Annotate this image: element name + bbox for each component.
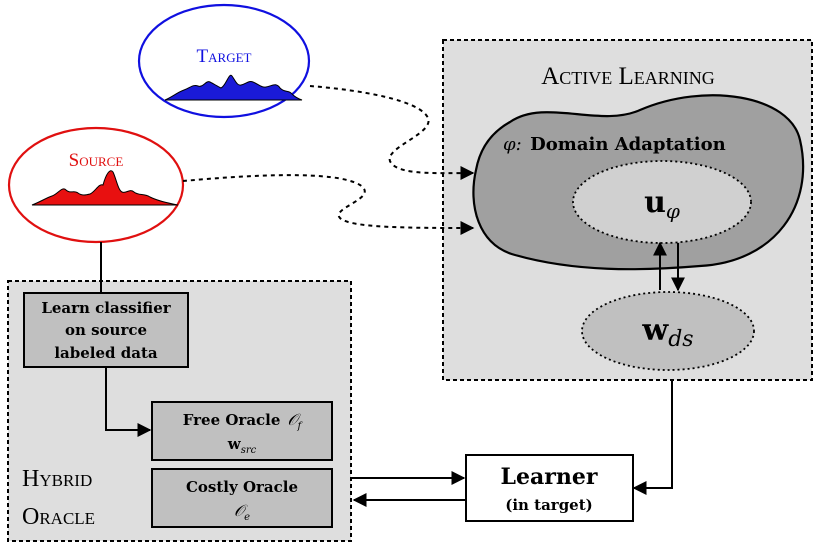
learn-to-free-oracle-arrow xyxy=(105,367,152,437)
learner-box: Learner (in target) xyxy=(465,454,634,522)
learner-title: Learner xyxy=(501,464,598,490)
w-src-label: wsrc xyxy=(227,435,257,456)
hybrid-oracle-title-line2: Oracle xyxy=(22,504,95,530)
domain-adaptation-label: φ: Domain Adaptation xyxy=(503,134,726,155)
source-density-curve xyxy=(31,170,179,206)
source-label: Source xyxy=(69,150,124,171)
learn-classifier-box: Learn classifier on source labeled data xyxy=(23,292,189,368)
hybrid-oracle-title-line1: Hybrid xyxy=(22,466,92,492)
learn-box-line2: on source xyxy=(65,321,147,339)
active-learning-to-learner-arrow xyxy=(632,380,673,495)
u-phi-label: uφ xyxy=(644,185,680,223)
w-ds-ellipse xyxy=(581,291,755,371)
active-learning-title: Active Learning xyxy=(541,63,715,90)
free-oracle-label: Free Oracle 𝒪f xyxy=(183,410,304,432)
costly-oracle-box: Costly Oracle 𝒪e xyxy=(151,468,333,528)
learn-box-line1: Learn classifier xyxy=(41,299,171,317)
w-ds-label: wds xyxy=(641,313,693,352)
target-density-curve xyxy=(164,74,303,101)
learner-subtitle: (in target) xyxy=(505,496,593,514)
target-label: Target xyxy=(197,46,252,67)
target-distribution: Target xyxy=(137,3,311,119)
costly-oracle-label: Costly Oracle xyxy=(186,478,298,496)
learn-box-line3: labeled data xyxy=(54,344,158,362)
free-oracle-box: Free Oracle 𝒪f wsrc xyxy=(151,401,333,461)
source-to-blob-arrow xyxy=(182,174,475,235)
source-distribution: Source xyxy=(7,126,185,244)
